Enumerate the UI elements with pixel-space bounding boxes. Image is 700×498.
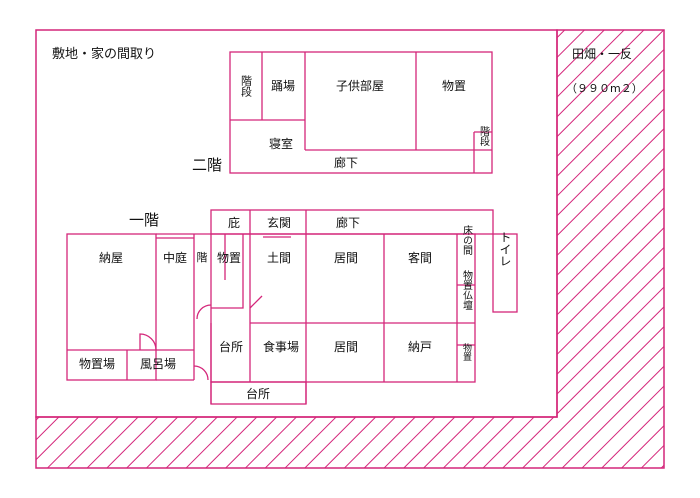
room-furoba: 風呂場 — [140, 357, 176, 371]
room-butsudan: 物置仏壇 — [461, 269, 473, 310]
site-title: 敷地・家の間取り — [52, 46, 156, 62]
room-nakaniwa: 中庭 — [163, 250, 187, 265]
room-toilet: トイレ — [498, 231, 512, 267]
room-rouka-2f: 廊下 — [334, 155, 358, 170]
room-shinshitsu: 寝室 — [269, 136, 293, 151]
room-stairs-2f: 階段 — [240, 74, 253, 98]
room-kaidan-1f: 階 — [197, 250, 208, 264]
room-doma: 土間 — [267, 251, 291, 265]
room-naya: 納屋 — [99, 251, 123, 265]
field-area — [35, 29, 665, 469]
first-floor-outline — [66, 209, 518, 405]
field-area-label: （９９０m２） — [566, 82, 643, 95]
second-floor-label: 二階 — [192, 156, 222, 174]
first-floor-label: 一階 — [129, 211, 159, 229]
field-name: 田畑・一反 — [572, 47, 632, 61]
room-ima-1: 居間 — [334, 251, 358, 265]
site-boundary — [35, 29, 558, 418]
room-monookiba: 物置場 — [79, 357, 115, 371]
room-kyakuma: 客間 — [408, 250, 432, 265]
room-monooki-1f: 物置 — [217, 251, 241, 265]
room-hisashi: 庇 — [228, 215, 240, 230]
room-ima-2: 居間 — [334, 340, 358, 354]
second-floor-outline — [229, 51, 493, 174]
room-daidokoro: 台所 — [219, 339, 243, 354]
room-toko: 床の間 — [461, 224, 473, 256]
room-nando: 納戸 — [408, 340, 432, 354]
room-rouka-1f: 廊下 — [336, 215, 360, 230]
room-kodomo: 子供部屋 — [336, 78, 384, 93]
room-stairs2-2f: 階段 — [478, 126, 490, 147]
room-monooki-2f: 物置 — [442, 79, 466, 93]
room-monooki2-1f: 物置 — [461, 342, 472, 361]
room-genkan: 玄関 — [267, 215, 291, 230]
room-shokujiba: 食事場 — [263, 339, 299, 354]
room-odoriba: 踊場 — [271, 79, 295, 93]
room-daidokoro-annex: 台所 — [246, 386, 270, 401]
